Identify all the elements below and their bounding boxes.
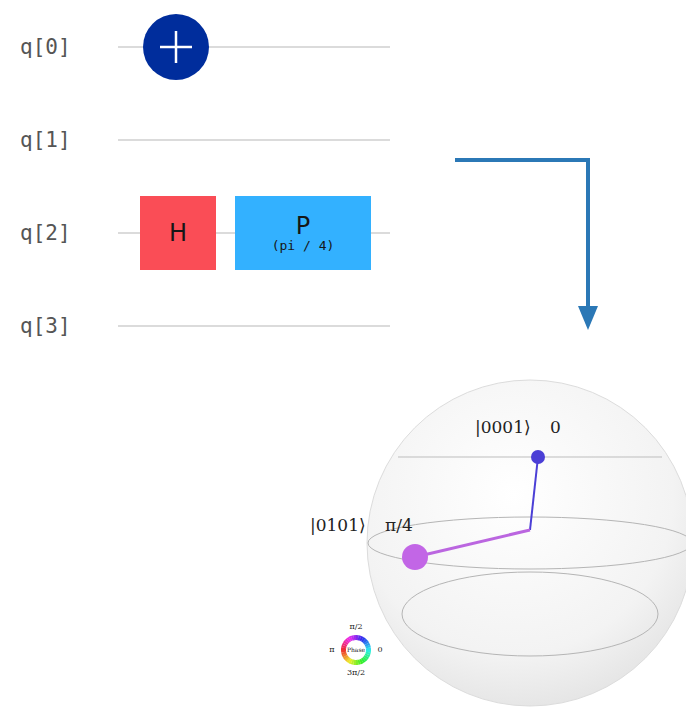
state-label: |0001⟩ bbox=[475, 418, 531, 438]
qubit-label: q[3] bbox=[20, 314, 71, 338]
state-phase: π/4 bbox=[385, 516, 413, 536]
x-gate bbox=[143, 14, 209, 80]
qubit-wires bbox=[118, 47, 390, 326]
qubit-label: q[0] bbox=[20, 35, 71, 59]
q-sphere bbox=[367, 380, 686, 706]
phase-wheel-segment bbox=[356, 660, 359, 665]
qubit-label: q[1] bbox=[20, 128, 71, 152]
gate-name: H bbox=[169, 220, 187, 246]
phase-tick: 0 bbox=[377, 645, 382, 654]
gate-parameter: (pi / 4) bbox=[272, 239, 335, 253]
phase-tick: π bbox=[329, 645, 334, 654]
phase-wheel bbox=[341, 635, 371, 665]
state-phase: 0 bbox=[550, 418, 561, 438]
flow-arrow bbox=[455, 160, 598, 330]
flow-arrow-head bbox=[578, 306, 598, 330]
flow-arrow-line bbox=[455, 160, 588, 308]
gate-box: H bbox=[140, 196, 216, 270]
phase-wheel-segment bbox=[366, 647, 371, 650]
phase-tick: π/2 bbox=[349, 622, 362, 631]
gate-box: P(pi / 4) bbox=[235, 196, 371, 270]
gate-name: P bbox=[296, 213, 310, 239]
phase-wheel-title: Phase bbox=[347, 647, 365, 654]
phase-tick: 3π/2 bbox=[347, 668, 365, 677]
state-label: |0101⟩ bbox=[310, 516, 366, 536]
qubit-label: q[2] bbox=[20, 221, 71, 245]
phase-wheel-segment bbox=[341, 650, 346, 653]
phase-wheel-segment bbox=[353, 635, 356, 640]
